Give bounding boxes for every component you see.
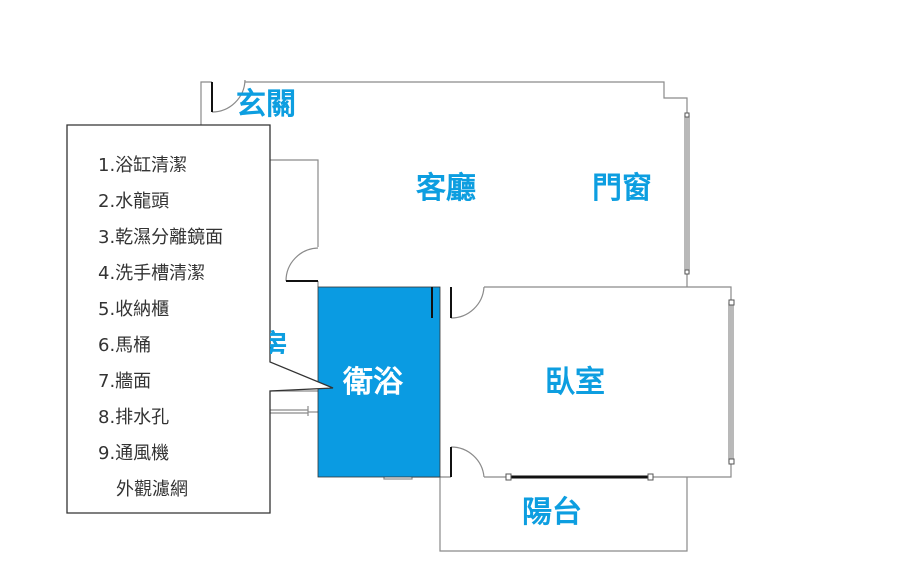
checklist-item: 2.水龍頭 xyxy=(98,191,170,212)
door-arc xyxy=(450,446,485,478)
cleaning-checklist: 1.浴缸清潔 2.水龍頭 3.乾濕分離鏡面 4.洗手槽清潔 5.收納櫃 6.馬桶… xyxy=(98,148,223,508)
callout-box xyxy=(66,124,334,514)
bathroom-highlight xyxy=(317,286,441,478)
door-arc xyxy=(450,286,485,319)
room-label-window-door: 門窗 xyxy=(592,171,652,206)
room-label-bedroom: 臥室 xyxy=(545,365,605,400)
door-arc xyxy=(211,79,246,113)
checklist-item: 6.馬桶 xyxy=(98,335,152,356)
room-label-entry: 玄關 xyxy=(236,87,296,122)
door-arc xyxy=(285,247,319,282)
checklist-item: 1.浴缸清潔 xyxy=(98,155,188,176)
room-label-balcony: 陽台 xyxy=(522,495,582,530)
checklist-item: 4.洗手槽清潔 xyxy=(98,263,206,284)
bedroom-wall xyxy=(484,286,732,478)
checklist-item: 5.收納櫃 xyxy=(98,299,170,320)
inner-wall xyxy=(270,159,319,247)
checklist-item: 3.乾濕分離鏡面 xyxy=(98,227,224,248)
outer-wall-top xyxy=(245,81,688,287)
room-label-kitchen: 房 xyxy=(258,329,288,364)
checklist-item: 7.牆面 xyxy=(98,371,152,392)
room-label-living: 客廳 xyxy=(416,171,476,206)
balcony-wall xyxy=(439,477,688,552)
checklist-item: 8.排水孔 xyxy=(98,407,170,428)
room-label-bathroom: 衛浴 xyxy=(343,365,403,400)
checklist-item: 9.通風機 xyxy=(98,443,170,464)
outer-wall xyxy=(200,81,212,140)
checklist-item: 外觀濾網 xyxy=(98,479,188,500)
